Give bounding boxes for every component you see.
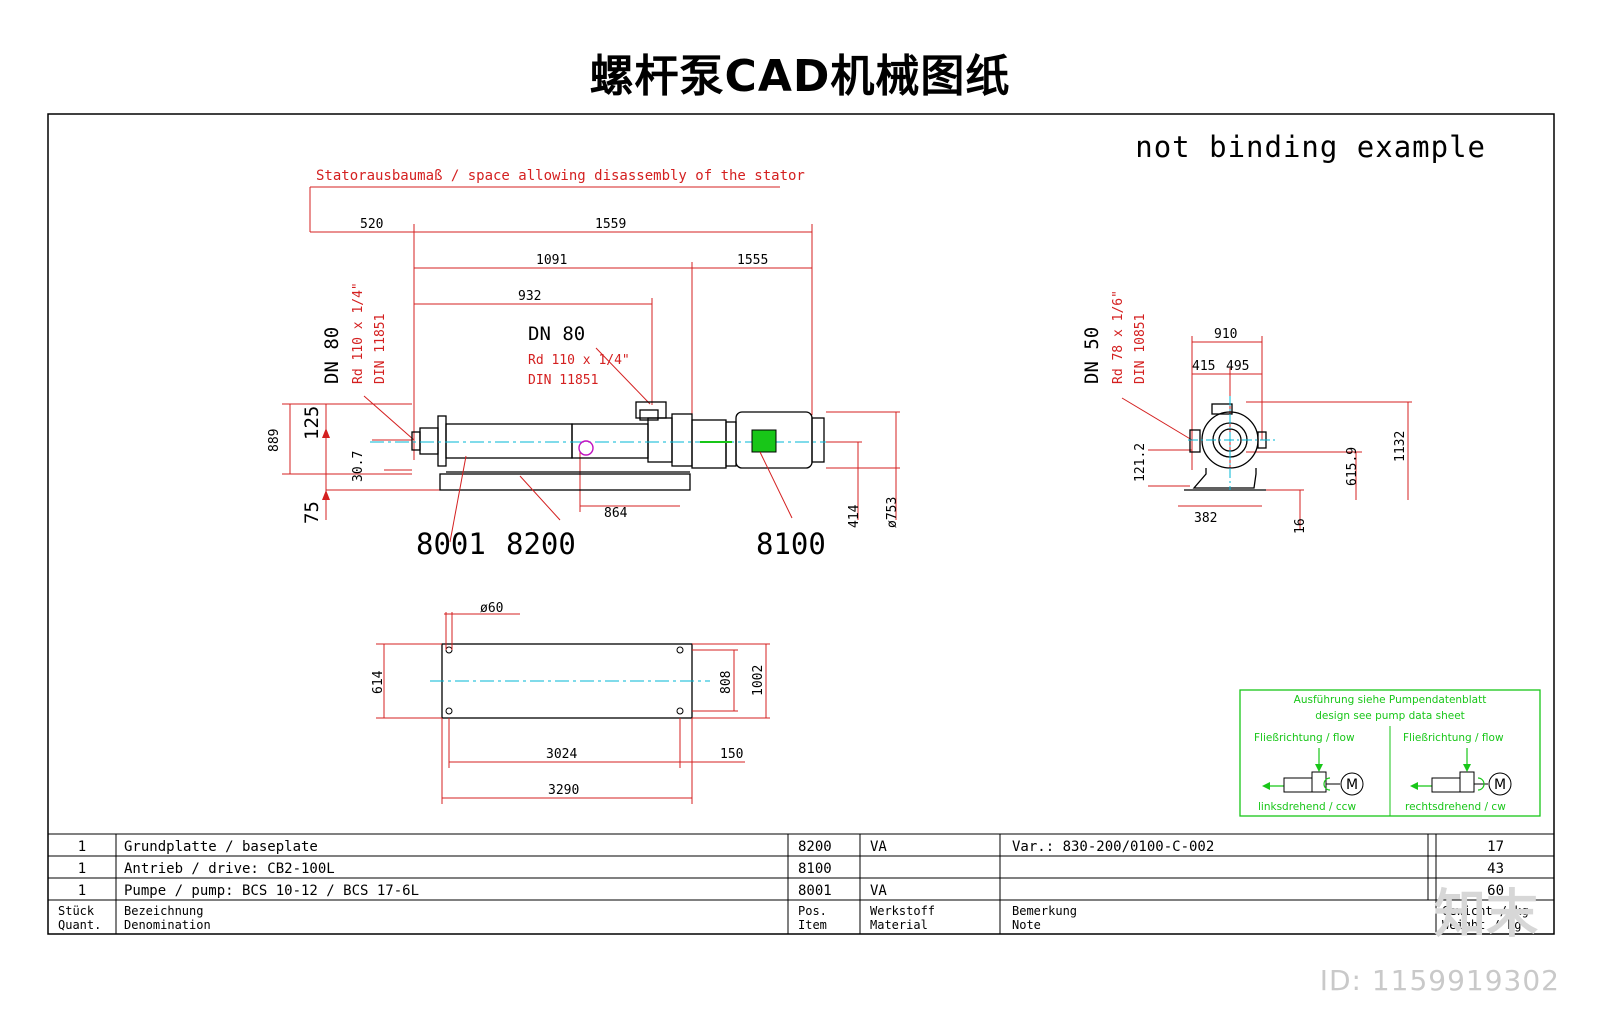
dim-520: 520	[360, 217, 383, 232]
drawing-frame	[47, 113, 1555, 935]
dim-932: 932	[518, 289, 541, 304]
dim-864: 864	[604, 506, 628, 521]
hdr-pos-de: Pos.	[798, 904, 827, 918]
outlet-rd: Rd 110 x 1/4"	[528, 353, 630, 368]
baseplate-view: ø60 614 808 1002 3024 150 3290	[371, 601, 770, 804]
hdr-qty-en: Quant.	[58, 918, 101, 932]
end-view-body	[1184, 403, 1267, 491]
motor-symbol-left: M	[1346, 777, 1358, 793]
row1-note: Var.: 830-200/0100-C-002	[1012, 839, 1214, 855]
outlet-din: DIN 11851	[528, 373, 598, 388]
inlet-din: DIN 11851	[373, 314, 388, 384]
hdr-note-en: Note	[1012, 918, 1041, 932]
hdr-pos-en: Item	[798, 918, 827, 932]
row2-name: Antrieb / drive: CB2-100L	[124, 861, 335, 877]
page-title: 螺杆泵CAD机械图纸	[589, 51, 1011, 102]
parts-table: 1 Grundplatte / baseplate 8200 VA Var.: …	[48, 833, 1554, 934]
flow-heading-de: Ausführung siehe Pumpendatenblatt	[1294, 694, 1487, 706]
dim-808: 808	[719, 671, 734, 694]
hdr-note-de: Bemerkung	[1012, 904, 1077, 918]
row3-pos: 8001	[798, 883, 832, 899]
dim-615-9: 615.9	[1345, 447, 1360, 486]
row3-weight: 60	[1487, 883, 1504, 899]
port-dn: DN 50	[1081, 327, 1103, 384]
port-din: DIN 10851	[1133, 314, 1148, 384]
pump-symbol-left: M	[1262, 748, 1364, 796]
watermark-id: ID: 1159919302	[1319, 964, 1560, 997]
row1-weight: 17	[1487, 839, 1504, 855]
hdr-mat-en: Material	[870, 918, 928, 932]
pump-symbol-right: M	[1410, 748, 1512, 796]
dim-3290: 3290	[548, 783, 579, 798]
watermark-logo: 知末	[1433, 885, 1538, 945]
callout-8001: 8001	[416, 527, 486, 561]
dim-121-2: 121.2	[1133, 443, 1148, 482]
dim-414: 414	[847, 504, 862, 528]
dim-1002: 1002	[751, 665, 766, 696]
hdr-weight-de: Gewicht / kg	[1442, 904, 1529, 918]
row3-qty: 1	[78, 883, 86, 899]
dim-382: 382	[1194, 511, 1217, 526]
dim-16: 16	[1293, 518, 1308, 534]
dim-614: 614	[371, 670, 386, 694]
dim-910: 910	[1214, 327, 1237, 342]
note-not-binding: not binding example	[1135, 130, 1486, 164]
dim-150: 150	[720, 747, 743, 762]
row2-qty: 1	[78, 861, 86, 877]
flow-direction-box: Ausführung siehe Pumpendatenblatt design…	[1239, 689, 1541, 817]
side-view: Statorausbaumaß / space allowing disasse…	[267, 168, 900, 561]
row1-material: VA	[870, 839, 887, 855]
dim-1132: 1132	[1393, 431, 1408, 462]
dim-495: 495	[1226, 359, 1249, 374]
dim-3024: 3024	[546, 747, 577, 762]
flow-rot-right: rechtsdrehend / cw	[1405, 801, 1506, 813]
flow-rot-left: linksdrehend / ccw	[1258, 801, 1356, 813]
dim-753: ø753	[885, 497, 900, 528]
flow-heading-en: design see pump data sheet	[1315, 710, 1465, 722]
dim-889: 889	[267, 429, 282, 452]
row3-material: VA	[870, 883, 887, 899]
dim-75: 75	[301, 501, 323, 524]
row3-name: Pumpe / pump: BCS 10-12 / BCS 17-6L	[124, 883, 419, 899]
port-rd: Rd 78 x 1/6"	[1111, 290, 1126, 384]
dim-415: 415	[1192, 359, 1215, 374]
stator-note: Statorausbaumaß / space allowing disasse…	[316, 168, 805, 184]
flow-label-right: Fließrichtung / flow	[1403, 732, 1504, 744]
motor-symbol-right: M	[1494, 777, 1506, 793]
hdr-weight-en: Weight / kg	[1442, 918, 1521, 932]
hdr-name-en: Denomination	[124, 918, 211, 932]
dim-1091: 1091	[536, 253, 567, 268]
motor-terminal-box	[751, 429, 777, 453]
row2-weight: 43	[1487, 861, 1504, 877]
inlet-rd: Rd 110 x 1/4"	[351, 282, 366, 384]
dim-60: ø60	[480, 601, 503, 616]
end-view: DN 50 Rd 78 x 1/6" DIN 10851 910 415 495…	[1081, 290, 1412, 534]
hdr-name-de: Bezeichnung	[124, 904, 203, 918]
flow-label-left: Fließrichtung / flow	[1254, 732, 1355, 744]
inlet-dn: DN 80	[321, 327, 343, 384]
callout-8100: 8100	[756, 527, 826, 561]
row1-qty: 1	[78, 839, 86, 855]
row2-pos: 8100	[798, 861, 832, 877]
dim-1559: 1559	[595, 217, 626, 232]
outlet-dn: DN 80	[528, 323, 585, 345]
callout-8200: 8200	[506, 527, 576, 561]
pump-body	[411, 401, 825, 491]
hdr-qty-de: Stück	[58, 904, 95, 918]
dim-30-7: 30.7	[351, 451, 366, 482]
hdr-mat-de: Werkstoff	[870, 904, 935, 918]
row1-name: Grundplatte / baseplate	[124, 839, 318, 855]
dim-1555: 1555	[737, 253, 768, 268]
row1-pos: 8200	[798, 839, 832, 855]
dim-125: 125	[301, 406, 323, 440]
